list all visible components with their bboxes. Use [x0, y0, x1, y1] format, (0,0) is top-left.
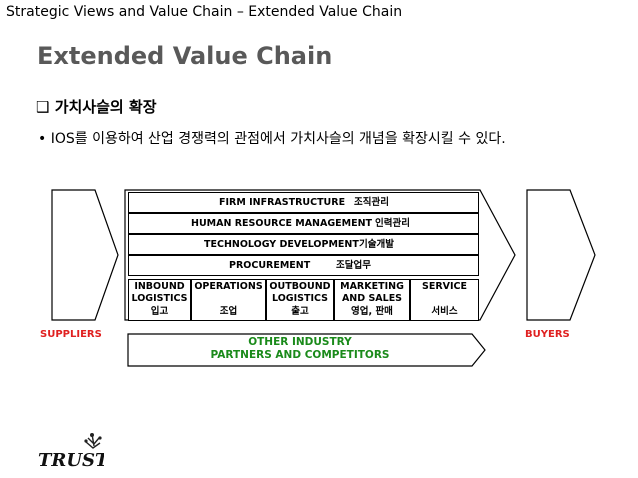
support-label-ko: 인력관리 — [375, 218, 410, 229]
bullet-item: • IOS를 이용하여 산업 경쟁력의 관점에서 가치사슬의 개념을 확장시킬 … — [38, 128, 506, 148]
primary-service: SERVICE 서비스 — [410, 279, 479, 321]
support-label-ko: 조직관리 — [354, 197, 389, 208]
bullet-dot-icon: • — [38, 131, 47, 147]
trust-logo-icon: TRUST — [38, 433, 110, 471]
buyers-arrow — [526, 189, 596, 321]
buyers-label: BUYERS — [525, 329, 570, 340]
suppliers-arrow — [51, 189, 119, 321]
primary-line1: OPERATIONS — [194, 281, 263, 292]
partners-line2: PARTNERS AND COMPETITORS — [210, 349, 390, 361]
suppliers-label: SUPPLIERS — [40, 329, 102, 340]
support-row-firm-infrastructure: FIRM INFRASTRUCTURE 조직관리 — [128, 192, 479, 213]
support-label-ko: 조달업무 — [336, 260, 371, 271]
sub-heading: ❑ 가치사슬의 확장 — [36, 96, 157, 117]
support-row-procurement: PROCUREMENT 조달업무 — [128, 255, 479, 276]
partners-line1: OTHER INDUSTRY — [248, 336, 352, 348]
support-label-ko: 기술개발 — [359, 239, 394, 250]
slide-top-title: Strategic Views and Value Chain – Extend… — [6, 4, 403, 20]
primary-line2: AND SALES — [341, 293, 403, 304]
support-label-en: FIRM INFRASTRUCTURE — [219, 197, 346, 208]
primary-line1: OUTBOUND — [269, 281, 331, 292]
slide-main-title: Extended Value Chain — [37, 42, 333, 70]
support-label-en: HUMAN RESOURCE MANAGEMENT — [191, 218, 373, 229]
primary-line1: SERVICE — [422, 281, 467, 292]
checkbox-bullet-icon: ❑ — [36, 98, 50, 116]
primary-line2: LOGISTICS — [272, 293, 328, 304]
trust-logo: TRUST — [36, 432, 110, 476]
primary-marketing-and-sales: MARKETING AND SALES 영업, 판매 — [334, 279, 410, 321]
primary-outbound-logistics: OUTBOUND LOGISTICS 출고 — [266, 279, 334, 321]
primary-ko: 영업, 판매 — [351, 306, 393, 317]
partners-text: OTHER INDUSTRY PARTNERS AND COMPETITORS — [128, 336, 472, 362]
primary-line1: MARKETING — [340, 281, 404, 292]
sub-heading-text: 가치사슬의 확장 — [54, 98, 157, 116]
primary-ko: 서비스 — [431, 306, 458, 317]
support-label-en: TECHNOLOGY DEVELOPMENT — [204, 239, 359, 250]
support-row-technology-development: TECHNOLOGY DEVELOPMENT 기술개발 — [128, 234, 479, 255]
primary-ko: 출고 — [291, 306, 309, 317]
primary-inbound-logistics: INBOUND LOGISTICS 입고 — [128, 279, 191, 321]
primary-line2: LOGISTICS — [131, 293, 188, 304]
primary-operations: OPERATIONS 조업 — [191, 279, 266, 321]
primary-ko: 조업 — [219, 306, 238, 317]
partners-arrow — [127, 333, 486, 367]
primary-ko: 입고 — [150, 306, 169, 317]
primary-line1: INBOUND — [134, 281, 185, 292]
support-label-en: PROCUREMENT — [229, 260, 311, 271]
bullet-text: IOS를 이용하여 산업 경쟁력의 관점에서 가치사슬의 개념을 확장시킬 수 … — [50, 131, 506, 147]
logo-text: TRUST — [38, 450, 104, 471]
support-row-human-resource: HUMAN RESOURCE MANAGEMENT 인력관리 — [128, 213, 479, 234]
